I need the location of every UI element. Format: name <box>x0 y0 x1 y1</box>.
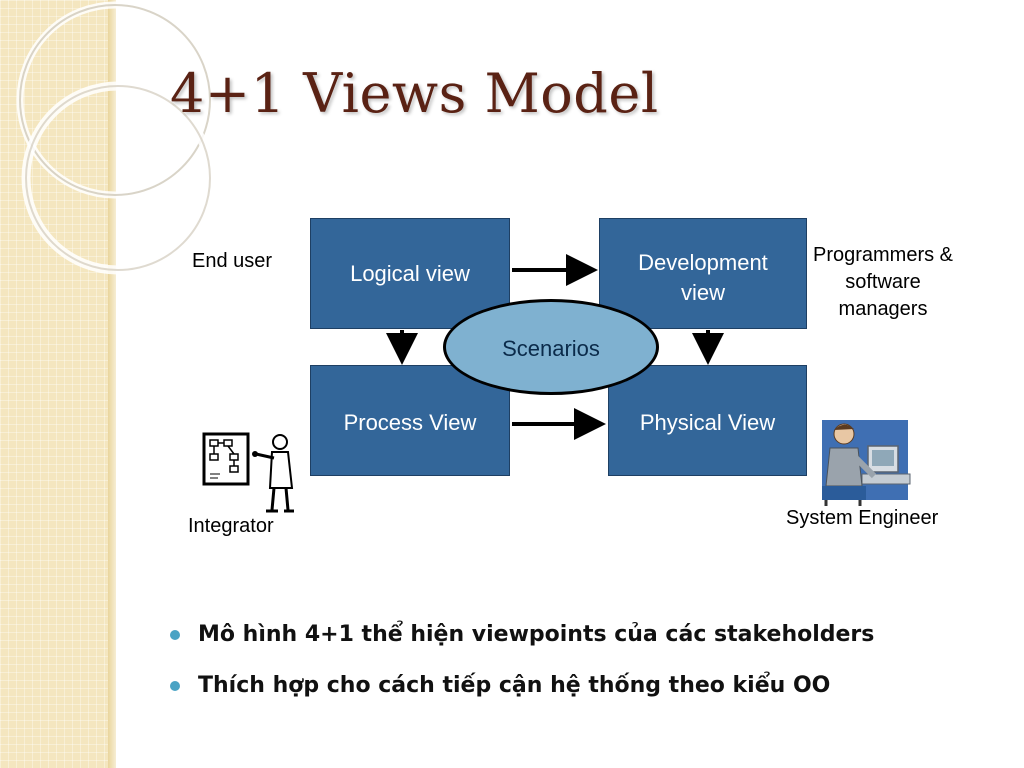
bullet-text: Mô hình 4+1 thể hiện viewpoints của các … <box>198 622 875 647</box>
programmers-label: Programmers & software managers <box>812 244 954 320</box>
bullet-item: Thích hợp cho cách tiếp cận hệ thống the… <box>170 666 874 717</box>
bullet-list: Mô hình 4+1 thể hiện viewpoints của các … <box>170 615 874 717</box>
integrator-presenter-icon <box>202 432 294 513</box>
logical-view-box: Logical view <box>310 218 510 329</box>
physical-view-label: Physical View <box>639 410 776 435</box>
process-view-label: Process View <box>343 410 477 435</box>
bullet-text: Thích hợp cho cách tiếp cận hệ thống the… <box>198 673 831 698</box>
decorative-side-strip <box>0 0 116 768</box>
system-engineer-computer-icon <box>822 420 911 506</box>
slide-title: 4+1 Views Model <box>170 62 659 125</box>
scenarios-label: Scenarios <box>502 336 600 361</box>
bullet-item: Mô hình 4+1 thể hiện viewpoints của các … <box>170 615 874 666</box>
system-engineer-label: System Engineer <box>786 507 939 529</box>
development-view-label: Development view <box>638 250 768 305</box>
end-user-label: End user <box>192 250 273 272</box>
logical-view-label: Logical view <box>350 260 470 286</box>
scenarios-ellipse: Scenarios <box>443 299 659 395</box>
physical-view-box: Physical View <box>608 365 807 476</box>
decorative-side-edge <box>108 0 116 768</box>
bullet-dot-icon <box>170 681 180 691</box>
development-view-box: Development view <box>599 218 807 329</box>
integrator-label: Integrator <box>188 515 274 537</box>
process-view-box: Process View <box>310 365 510 476</box>
bullet-dot-icon <box>170 630 180 640</box>
